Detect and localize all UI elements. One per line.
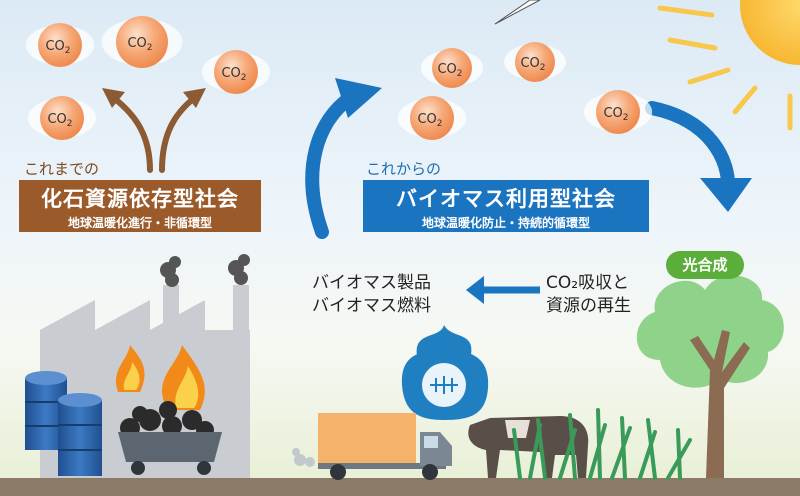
co2-bubble: CO2 [101,16,183,68]
co2-absorption-label: CO₂吸収と [546,273,630,293]
truck-icon [292,413,452,480]
co2-bubble: CO2 [25,23,95,67]
cycle-arrow-up [305,91,357,239]
co2-bubble: CO2 [397,96,467,140]
ground [0,478,800,496]
biomass-bag-icon [401,325,489,420]
co2-bubble: CO2 [421,48,483,88]
new-society-box: バイオマス利用型社会 地球温暖化防止・持続的循環型 [363,180,649,232]
new-society-subtitle: 地球温暖化防止・持続的循環型 [421,216,590,230]
biomass-fuel-label: バイオマス燃料 [312,296,431,316]
coal-cart-icon [118,401,222,475]
co2-bubble-label: CO2 [520,56,545,73]
fire-icon [115,345,205,410]
co2-bubble-label: CO2 [417,112,442,129]
co2-bubble-label: CO2 [603,106,628,123]
old-society-title: 化石資源依存型社会 [41,187,239,211]
co2-bubble: CO2 [201,50,271,94]
oil-drum-icon [25,371,102,476]
co2-bubble-label: CO2 [45,39,70,56]
sun-icon [657,0,800,131]
co2-bubble-label: CO2 [437,62,462,79]
co2-bubble-label: CO2 [221,66,246,83]
co2-bubble: CO2 [583,90,653,134]
cow-icon [468,416,589,478]
co2-bubble-label: CO2 [127,36,152,53]
resource-regeneration-label: 資源の再生 [546,296,631,316]
sky-streak [494,0,541,25]
tree-icon [636,275,784,478]
co2-bubble: CO2 [504,42,566,82]
co2-bubble: CO2 [27,96,97,140]
co2-bubble-label: CO2 [47,112,72,129]
biomass-product-label: バイオマス製品 [312,273,431,293]
biomass-products: バイオマス製品 バイオマス燃料 [312,272,431,318]
photosynthesis-badge: 光合成 [666,251,744,279]
smoke-icon [160,254,250,287]
old-society-subtitle: 地球温暖化進行・非循環型 [67,216,212,230]
old-society-intro: これまでの [24,160,100,178]
grass-icon [512,408,692,480]
co2-absorption: CO₂吸収と 資源の再生 [546,272,631,318]
new-society-title: バイオマス利用型社会 [396,187,616,211]
old-society-box: 化石資源依存型社会 地球温暖化進行・非循環型 [19,180,261,232]
new-society-intro: これからの [366,160,442,178]
